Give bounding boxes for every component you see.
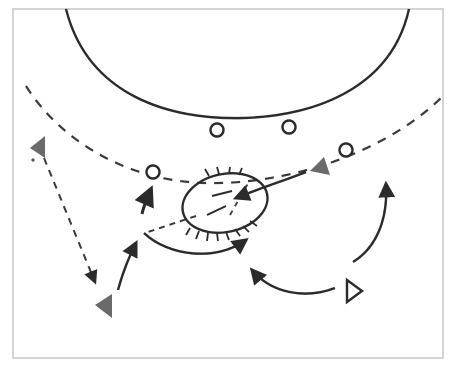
drive-arrow-to-ellipse bbox=[232, 170, 307, 201]
curl-arrow-under-screen bbox=[143, 232, 249, 255]
offense-player-1 bbox=[209, 122, 225, 138]
offense-player-3 bbox=[338, 142, 354, 158]
speck-dot bbox=[31, 158, 35, 162]
diagram-frame bbox=[12, 8, 444, 359]
cut-arrow-right-up bbox=[352, 180, 396, 264]
offense-player-2 bbox=[281, 119, 297, 135]
ball-screen-ellipse bbox=[181, 166, 269, 242]
pass-arrow-dashed bbox=[147, 215, 197, 233]
defender-left-corner bbox=[95, 294, 112, 318]
lane-arc bbox=[64, 8, 411, 120]
offense-player-4 bbox=[145, 164, 161, 180]
offense-player-5 bbox=[345, 277, 365, 305]
cut-arrow-to-wing bbox=[134, 185, 154, 215]
curl-arrow-right-block bbox=[249, 267, 336, 295]
pass-arrow-wing-to-corner bbox=[43, 157, 98, 285]
three-point-arc bbox=[25, 85, 443, 185]
defender-left-wing bbox=[30, 136, 45, 158]
defender-right-wing bbox=[310, 157, 330, 175]
cut-arrow-corner-up bbox=[116, 239, 138, 291]
